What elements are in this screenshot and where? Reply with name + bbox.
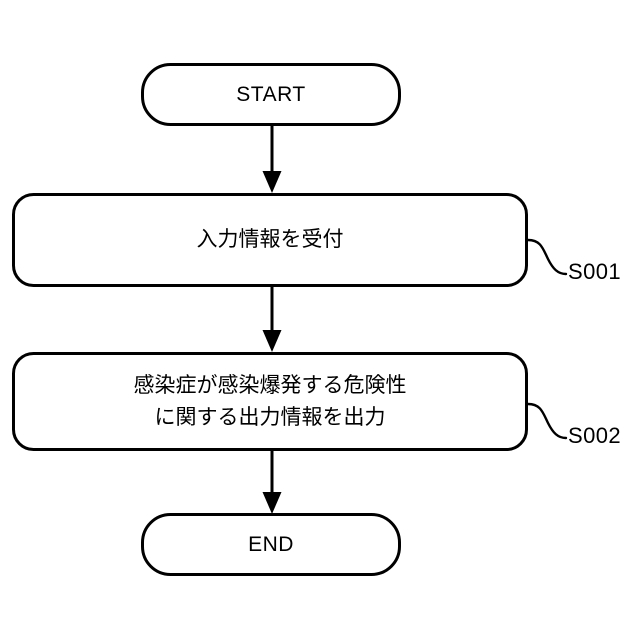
- start-node-label: START: [236, 82, 306, 106]
- start-node: START: [142, 64, 400, 125]
- connector-s002-to-end-arrowhead: [262, 492, 282, 514]
- process-node-s001: 入力情報を受付: [12, 193, 528, 287]
- s002-node-shape: [12, 352, 528, 451]
- process-node-s002-line-2: に関する出力情報を出力: [154, 404, 386, 429]
- connector-start-to-s001-arrowhead: [262, 171, 282, 193]
- start-node-shape: [141, 63, 401, 126]
- end-node-label: END: [248, 533, 294, 556]
- s002-leader-line: [526, 402, 568, 440]
- end-node-shape: [141, 513, 401, 576]
- connector-s001-to-s002-arrowhead: [262, 330, 282, 352]
- process-node-s002: 感染症が感染爆発する危険性 に関する出力情報を出力: [12, 352, 528, 451]
- step-label-s001: S001: [568, 259, 621, 284]
- process-node-s002-line-1: 感染症が感染爆発する危険性: [133, 373, 407, 398]
- s001-node-shape: [12, 193, 528, 287]
- process-node-s001-line-1: 入力情報を受付: [196, 227, 344, 252]
- step-label-s002: S002: [568, 423, 621, 448]
- s001-leader-line: [526, 238, 568, 276]
- end-node: END: [142, 514, 400, 576]
